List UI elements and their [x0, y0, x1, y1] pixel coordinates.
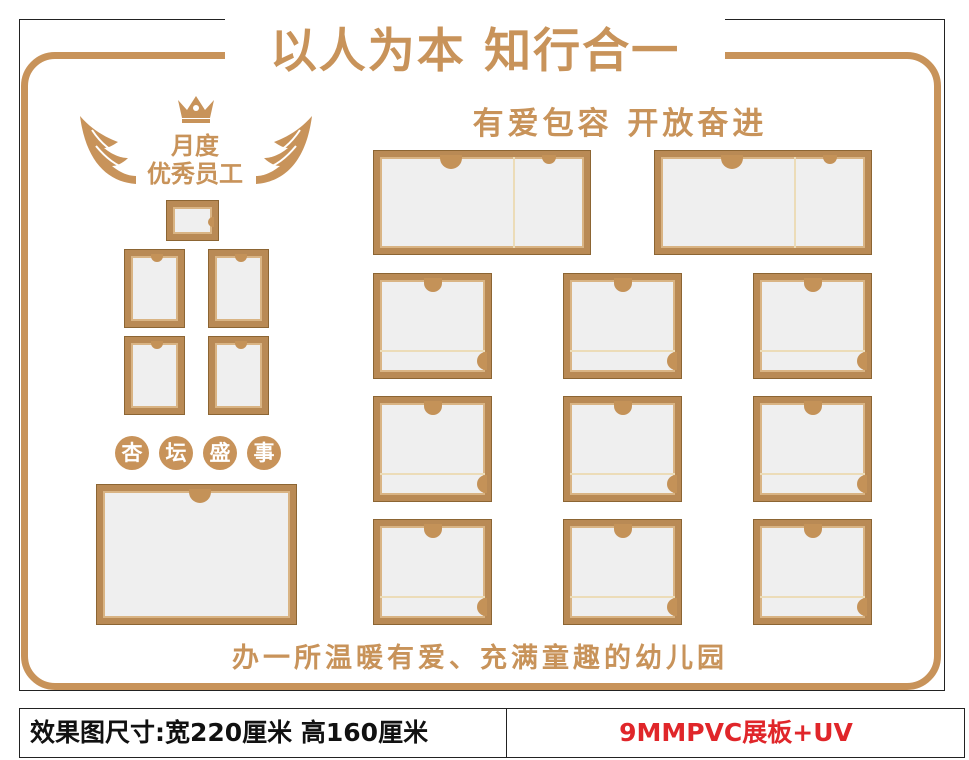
size-label: 效果图尺寸:宽220厘米 高160厘米 — [20, 709, 507, 757]
grid-photo — [564, 520, 681, 624]
grid-photo — [754, 520, 871, 624]
event-char: 盛 — [203, 436, 237, 470]
material-label: 9MMPVC展板+UV — [619, 718, 853, 747]
employee-heading-line2: 优秀员工 — [147, 160, 243, 188]
info-bar: 效果图尺寸:宽220厘米 高160厘米 9MMPVC展板+UV — [19, 708, 965, 758]
grid-photo — [374, 520, 491, 624]
grid-photo — [754, 274, 871, 378]
crown-icon — [178, 96, 214, 123]
event-photo — [97, 485, 296, 624]
event-char: 事 — [247, 436, 281, 470]
grid-photo — [374, 397, 491, 501]
grid-photo — [564, 397, 681, 501]
grid-photo — [564, 274, 681, 378]
event-char: 坛 — [159, 436, 193, 470]
employee-photo — [209, 337, 268, 414]
events-heading: 杏 坛 盛 事 — [115, 436, 285, 472]
event-char: 杏 — [115, 436, 149, 470]
employee-photo — [209, 250, 268, 327]
main-title: 以人为本 知行合一 — [225, 17, 725, 89]
employee-heading-line1: 月度 — [171, 132, 219, 160]
left-wing-icon — [80, 116, 136, 184]
right-wing-icon — [256, 116, 312, 184]
wide-photo — [655, 151, 871, 254]
grid-photo — [374, 274, 491, 378]
wide-photo — [374, 151, 590, 254]
section-subtitle: 有爱包容 开放奋进 — [472, 106, 768, 142]
employee-photo — [125, 337, 184, 414]
bottom-slogan: 办一所温暖有爱、充满童趣的幼儿园 — [232, 643, 728, 674]
employee-photo-top — [167, 201, 218, 240]
employee-photo — [125, 250, 184, 327]
employee-heading: 月度 优秀员工 — [130, 132, 260, 188]
grid-photo — [754, 397, 871, 501]
